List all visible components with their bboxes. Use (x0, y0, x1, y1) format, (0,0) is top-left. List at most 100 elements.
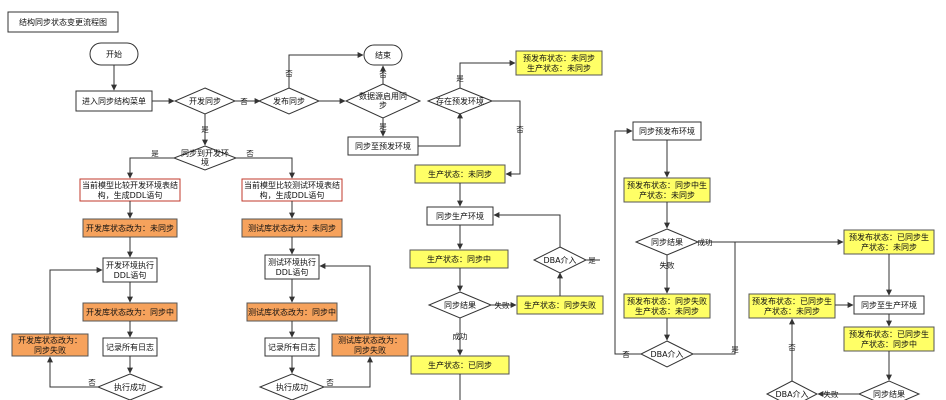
svg-text:测试库状态改为：: 测试库状态改为： (338, 335, 402, 345)
node-test-status-fail: 测试库状态改为： 同步失败 (331, 333, 409, 357)
svg-text:同步结果: 同步结果 (444, 300, 476, 310)
svg-text:结构同步状态变更流程图: 结构同步状态变更流程图 (19, 17, 107, 27)
node-test-exec: 测试环境执行 DDL语句 (264, 254, 320, 280)
svg-text:产状态：未同步: 产状态：未同步 (639, 190, 695, 200)
node-dev-status-fail: 开发库状态改为： 同步失败 (11, 333, 89, 357)
decision-sync-to-dev: 同步到开发环 境 (172, 145, 238, 171)
svg-text:生产状态：未同步: 生产状态：未同步 (527, 63, 591, 73)
svg-text:预发布状态：未同步: 预发布状态：未同步 (523, 53, 595, 63)
svg-text:开发库状态改为：: 开发库状态改为： (18, 335, 82, 345)
svg-text:进入同步结构菜单: 进入同步结构菜单 (82, 96, 146, 106)
edge-label-no: 否 (246, 149, 254, 158)
node-dev-status-unsync: 开发库状态改为：未同步 (82, 218, 178, 238)
edge-label-no: 否 (788, 343, 796, 352)
node-prod-syncing: 生产状态：同步中 (409, 249, 509, 269)
svg-text:同步结果: 同步结果 (873, 389, 905, 399)
edge-label-no: 否 (326, 378, 334, 387)
node-pre-syncing-prod-unsync: 预发布状态：同步中生 产状态：未同步 (623, 177, 711, 203)
svg-text:构，生成DDL语句: 构，生成DDL语句 (260, 190, 325, 200)
svg-text:DDL语句: DDL语句 (276, 267, 309, 277)
edge-label-yes: 是 (201, 125, 209, 134)
svg-text:测试环境执行: 测试环境执行 (268, 257, 316, 267)
svg-text:生产状态：未同步: 生产状态：未同步 (428, 169, 492, 179)
edge-label-yes: 是 (379, 122, 387, 131)
decision-exec-success-1: 执行成功 (96, 373, 164, 400)
edge-label-yes: 是 (588, 256, 596, 265)
svg-text:数据源启用同: 数据源启用同 (359, 91, 407, 101)
node-log-all-1: 记录所有日志 (102, 337, 158, 357)
node-sync-pre-env: 同步预发布环境 (632, 121, 702, 141)
edge-label-no: 否 (622, 350, 630, 359)
svg-text:执行成功: 执行成功 (114, 382, 146, 392)
svg-text:发布同步: 发布同步 (273, 96, 305, 106)
svg-text:开发库状态改为：同步中: 开发库状态改为：同步中 (86, 307, 174, 317)
svg-text:同步生产环境: 同步生产环境 (436, 211, 484, 221)
node-sync-prod-env: 同步生产环境 (426, 206, 494, 226)
edge-label-no: 否 (88, 378, 96, 387)
decision-publish-sync: 发布同步 (257, 87, 321, 115)
node-prod-unsync: 生产状态：未同步 (414, 164, 506, 184)
svg-text:生产状态：同步失败: 生产状态：同步失败 (524, 300, 596, 310)
edge-label-yes: 是 (731, 345, 739, 354)
edge-label-yes: 是 (151, 149, 159, 158)
svg-text:存在预发环境: 存在预发环境 (436, 96, 484, 106)
svg-text:同步失败: 同步失败 (34, 345, 66, 355)
svg-text:预发布状态：同步失败: 预发布状态：同步失败 (627, 296, 707, 306)
node-sync-to-prod-env: 同步至生产环境 (853, 295, 925, 315)
svg-text:开始: 开始 (106, 49, 122, 59)
edge-label-fail: 失败 (660, 260, 675, 270)
decision-sync-result-2: 同步结果 (634, 228, 700, 256)
svg-text:测试库状态改为：未同步: 测试库状态改为：未同步 (248, 223, 336, 233)
svg-text:同步到开发环: 同步到开发环 (181, 148, 229, 158)
node-pre-unsync-prod-unsync: 预发布状态：未同步 生产状态：未同步 (515, 50, 603, 76)
svg-text:生产状态：未同步: 生产状态：未同步 (635, 306, 699, 316)
svg-text:结束: 结束 (375, 50, 391, 60)
svg-text:DBA介入: DBA介入 (650, 350, 683, 359)
svg-text:DDL语句: DDL语句 (114, 270, 147, 280)
svg-text:DBA介入: DBA介入 (543, 256, 576, 265)
diagram-title: 结构同步状态变更流程图 (7, 11, 119, 33)
node-test-status-syncing: 测试库状态改为：同步中 (246, 302, 338, 322)
decision-dba-intervene-2: DBA介入 (639, 340, 695, 368)
svg-text:当前模型比较开发环境表结: 当前模型比较开发环境表结 (82, 180, 178, 190)
svg-text:产状态：未同步: 产状态：未同步 (861, 242, 917, 252)
decision-sync-result-3: 同步结果 (857, 380, 921, 400)
edge-label-fail: 失败 (824, 389, 839, 399)
svg-text:同步结果: 同步结果 (651, 237, 683, 247)
svg-text:当前模型比较测试环境表结: 当前模型比较测试环境表结 (244, 180, 340, 190)
svg-text:同步至生产环境: 同步至生产环境 (861, 300, 917, 310)
svg-text:DBA介入: DBA介入 (775, 390, 808, 399)
decision-sync-result-1: 同步结果 (427, 291, 493, 319)
svg-text:预发布状态：已同步生: 预发布状态：已同步生 (849, 232, 929, 242)
svg-text:生产状态：同步中: 生产状态：同步中 (427, 254, 491, 264)
decision-pre-exists: 存在预发环境 (426, 87, 494, 115)
svg-text:产状态：同步中: 产状态：同步中 (861, 339, 917, 349)
node-pre-synced-prod-syncing: 预发布状态：已同步生 产状态：同步中 (843, 326, 935, 352)
node-pre-synced-prod-unsync-a: 预发布状态：已同步生 产状态：未同步 (843, 229, 935, 255)
decision-db-pre-enabled: 数据源启用同 步 (344, 83, 422, 119)
node-dev-compare: 当前模型比较开发环境表结 构，生成DDL语句 (79, 178, 181, 202)
svg-text:记录所有日志: 记录所有日志 (106, 342, 154, 352)
svg-text:开发库状态改为：未同步: 开发库状态改为：未同步 (86, 223, 174, 233)
svg-text:步: 步 (379, 101, 387, 110)
node-enter-menu: 进入同步结构菜单 (75, 90, 153, 112)
svg-text:同步至预发环境: 同步至预发环境 (355, 141, 411, 151)
svg-text:预发布状态：同步中生: 预发布状态：同步中生 (627, 180, 707, 190)
svg-text:产状态：未同步: 产状态：未同步 (764, 306, 820, 316)
svg-text:同步预发布环境: 同步预发布环境 (639, 126, 695, 136)
edge-label-success: 成功 (698, 237, 713, 247)
node-start: 开始 (89, 42, 139, 66)
edge-label-success: 成功 (453, 331, 468, 341)
svg-text:开发同步: 开发同步 (189, 96, 221, 106)
node-end: 结束 (363, 44, 403, 66)
edge-label-yes: 是 (456, 74, 464, 83)
node-test-status-unsync: 测试库状态改为：未同步 (241, 218, 343, 238)
node-log-all-2: 记录所有日志 (264, 337, 320, 357)
edge-label-no: 否 (240, 97, 248, 106)
edge-label-fail: 失败 (495, 300, 510, 310)
svg-text:境: 境 (201, 157, 209, 167)
svg-text:构，生成DDL语句: 构，生成DDL语句 (98, 190, 163, 200)
node-prod-synced: 生产状态：已同步 (410, 355, 510, 375)
node-sync-to-pre: 同步至预发环境 (347, 136, 419, 156)
